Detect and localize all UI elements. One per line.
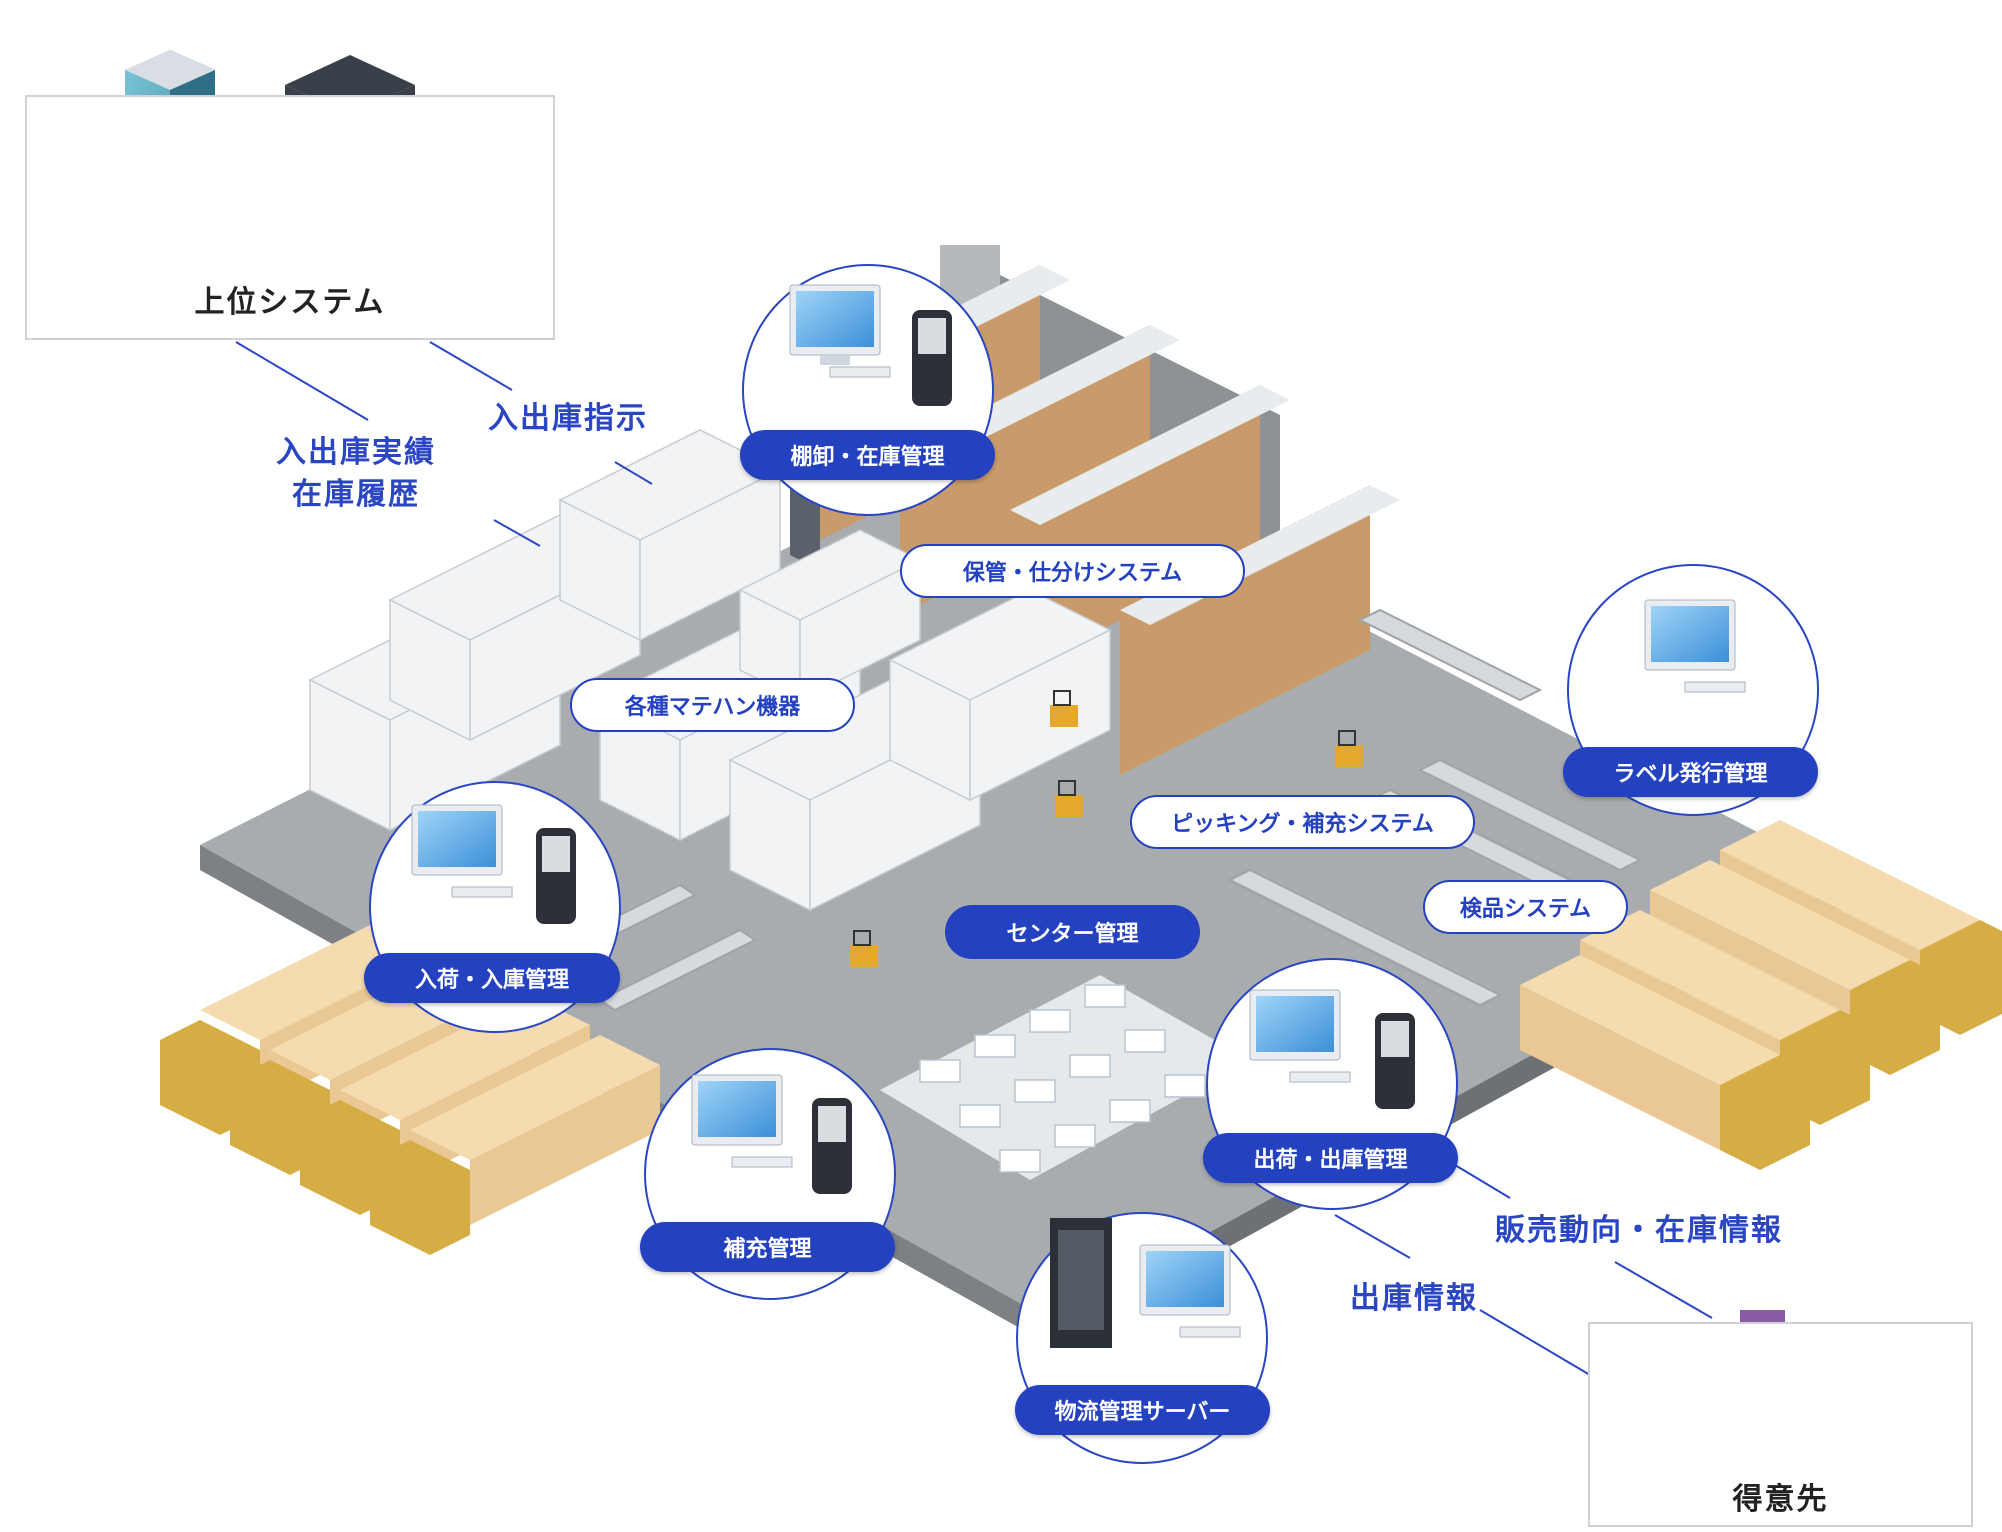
system-material-handling: 各種マテハン機器 [570,678,855,732]
module-label-issue: ラベル発行管理 [1563,747,1818,797]
flow-results-line2: 在庫履歴 [292,477,420,512]
system-storage-sort: 保管・仕分けシステム [900,544,1245,598]
module-inventory: 棚卸・在庫管理 [740,430,995,480]
flow-results-line1: 入出庫実績 [276,435,436,470]
customer-label: 得意先 [1732,1482,1829,1517]
flow-sales-trend: 販売動向・在庫情報 [1495,1213,1783,1248]
device-icons [411,284,1746,1348]
module-replenish: 補充管理 [640,1222,895,1272]
pallet-stacks [308,429,1112,912]
system-center: センター管理 [945,905,1200,959]
module-shipping: 出荷・出庫管理 [1203,1133,1458,1183]
customer-box: 得意先 [1588,1322,1973,1527]
flow-results: 入出庫実績 在庫履歴 [276,432,436,516]
module-server: 物流管理サーバー [1015,1385,1270,1435]
office-desks [919,984,1206,1173]
top-system-box: 上位システム [25,95,555,340]
trucks-right [1520,820,2002,1170]
conveyors [588,608,1643,1012]
module-receiving: 入荷・入庫管理 [364,953,620,1003]
forklifts [850,690,1363,967]
top-system-label: 上位システム [194,285,386,320]
system-inspection: 検品システム [1423,880,1628,934]
system-picking: ピッキング・補充システム [1130,795,1475,849]
flow-instruction: 入出庫指示 [488,401,648,436]
flow-lines [235,341,1713,1376]
flow-shipping-info: 出庫情報 [1350,1281,1478,1316]
